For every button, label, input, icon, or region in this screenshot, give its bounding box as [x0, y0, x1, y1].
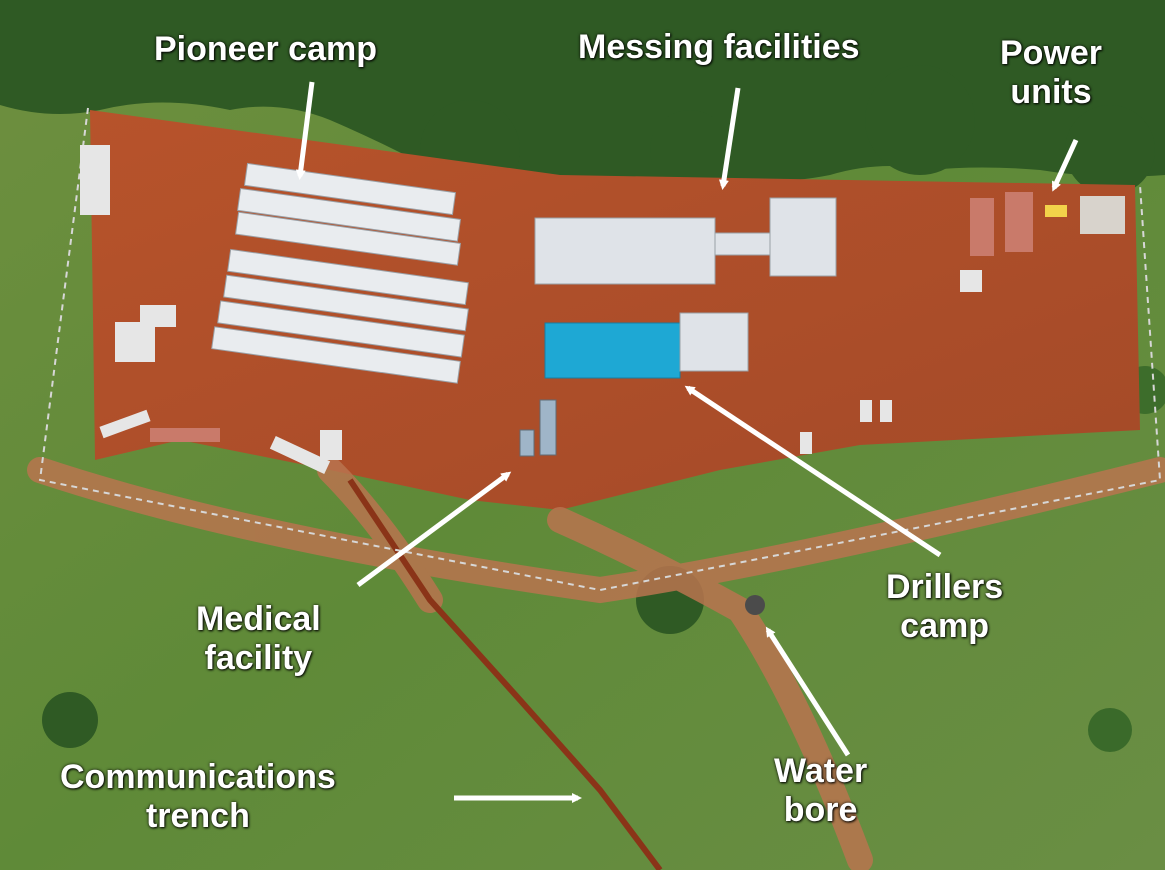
label-power-units-line1: Power — [1000, 34, 1103, 72]
label-medical-facility-line2: facility — [204, 639, 313, 678]
communications-trench-line — [347, 478, 663, 870]
water-bore-site — [745, 595, 765, 615]
label-communications-trench-line1: Communications — [60, 758, 336, 796]
annotation-arrows — [295, 81, 1079, 803]
label-messing-facilities-text: Messing facilities — [578, 28, 860, 66]
label-drillers-camp-line2: camp — [900, 607, 989, 646]
arrow-messing-facilities — [718, 87, 741, 190]
arrow-drillers-camp — [684, 385, 942, 558]
label-pioneer-camp-text: Pioneer camp — [154, 30, 377, 68]
label-communications-trench: Communications trench — [60, 758, 336, 836]
messing-facilities-building — [534, 197, 837, 285]
label-water-bore-line2: bore — [783, 791, 858, 830]
label-medical-facility-line1: Medical — [196, 600, 321, 638]
label-communications-trench-line2: trench — [145, 797, 250, 836]
label-drillers-camp-line1: Drillers — [886, 568, 1004, 606]
arrow-water-bore — [765, 626, 851, 757]
label-messing-facilities: Messing facilities — [578, 28, 860, 67]
label-drillers-camp: Drillers camp — [886, 568, 1003, 646]
label-water-bore-line1: Water — [774, 752, 868, 790]
arrow-medical-facility — [356, 471, 512, 588]
label-pioneer-camp: Pioneer camp — [154, 30, 377, 69]
drillers-camp-building — [544, 312, 749, 379]
arrow-power-units — [1051, 138, 1079, 192]
arrow-pioneer-camp — [295, 81, 315, 180]
power-units-building — [970, 192, 1125, 256]
label-medical-facility: Medical facility — [196, 600, 321, 678]
label-water-bore: Water bore — [774, 752, 867, 830]
label-power-units: Power units — [1000, 34, 1102, 112]
label-power-units-line2: units — [1010, 73, 1092, 112]
containers-and-vehicles — [80, 145, 982, 475]
medical-facility-building — [519, 399, 557, 457]
